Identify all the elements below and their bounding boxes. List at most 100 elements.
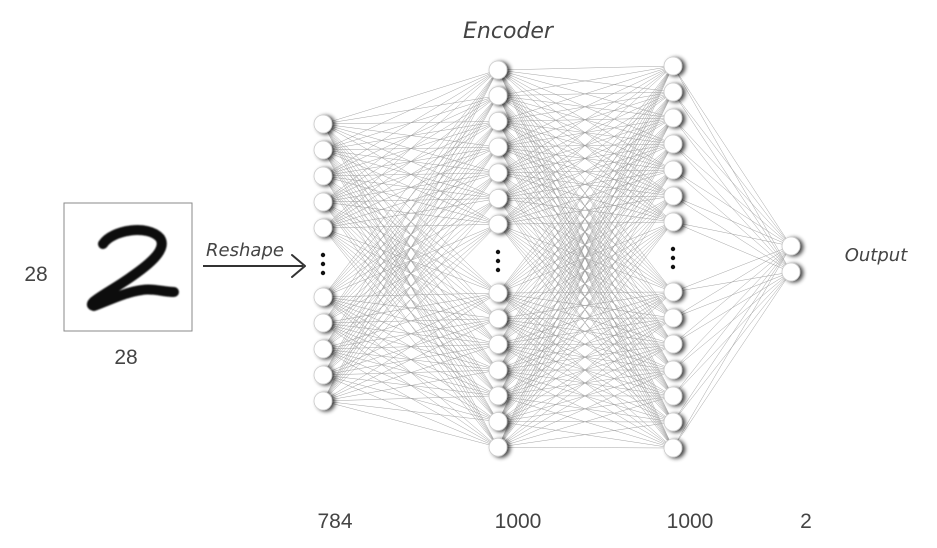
diagram-title: Encoder: [463, 19, 555, 44]
input-image-frame: [63, 202, 193, 332]
connection-line: [497, 91, 674, 448]
connection-line: [322, 146, 499, 229]
neuron-node-input: [313, 365, 333, 385]
connection-line: [497, 224, 674, 371]
connection-line: [322, 223, 499, 229]
connection-line: [322, 227, 499, 422]
neuron-node-hidden-1: [488, 309, 508, 329]
connection-line: [497, 169, 674, 225]
connection-line: [322, 292, 499, 350]
connection-line: [497, 446, 674, 449]
neuron-node-hidden-1: [488, 334, 508, 354]
reshape-label: Reshape: [206, 240, 284, 261]
connection-line: [672, 245, 792, 371]
connection-line: [322, 146, 499, 402]
neuron-node-hidden-1: [488, 86, 508, 106]
input-height-label: 28: [24, 263, 47, 286]
neuron-node-input: [313, 339, 333, 359]
connection-line: [497, 65, 674, 319]
neuron-node-hidden-2: [663, 82, 683, 102]
connection-line: [497, 291, 674, 345]
ellipsis-dot-hidden-2: [670, 246, 676, 252]
connection-line: [497, 317, 674, 448]
neuron-node-hidden-2: [663, 386, 683, 406]
connection-line: [497, 65, 674, 148]
ellipsis-dot-hidden-1: [495, 249, 501, 255]
neuron-node-input: [313, 192, 333, 212]
connection-line: [497, 65, 674, 422]
neuron-node-hidden-2: [663, 212, 683, 232]
connection-line: [497, 65, 674, 345]
connection-line: [322, 227, 499, 371]
handwritten-digit-image: [87, 225, 179, 311]
connection-line: [322, 69, 499, 402]
connection-line: [322, 344, 499, 402]
connection-line: [497, 291, 674, 396]
connection-line: [322, 69, 499, 229]
neuron-node-hidden-1: [488, 386, 508, 406]
connection-line: [497, 143, 674, 448]
connection-line: [322, 292, 499, 376]
neuron-node-hidden-1: [488, 412, 508, 431]
connection-line: [672, 221, 792, 247]
neuron-node-hidden-1: [488, 189, 508, 208]
connection-line: [672, 195, 792, 247]
neuron-node-hidden-1: [488, 437, 508, 457]
neuron-node-input: [313, 287, 333, 307]
connection-line: [322, 121, 499, 229]
neuron-node-hidden-1: [488, 112, 508, 131]
connection-line: [322, 400, 499, 422]
connection-line: [497, 91, 674, 225]
neuron-node-output: [781, 262, 801, 282]
connection-line: [322, 123, 499, 294]
connection-line: [497, 65, 674, 448]
neuron-node-input: [313, 140, 333, 160]
ellipsis-dot-input: [320, 252, 326, 258]
connection-line: [497, 146, 674, 293]
connection-line: [322, 95, 499, 402]
neuron-node-output: [781, 236, 801, 256]
connection-line: [322, 149, 499, 294]
connection-line: [322, 224, 499, 402]
connection-line: [322, 69, 499, 177]
connection-line: [497, 291, 674, 371]
connection-line: [672, 143, 792, 247]
connection-line: [497, 224, 674, 345]
neuron-node-hidden-2: [663, 334, 683, 354]
neuron-node-hidden-1: [488, 360, 508, 380]
ellipsis-dot-hidden-1: [495, 258, 501, 264]
input-width-label: 28: [114, 346, 137, 369]
ellipsis-dot-input: [320, 261, 326, 267]
connection-line: [497, 117, 674, 225]
layer-size-label-hidden-2: 1000: [667, 510, 714, 533]
connection-line: [497, 195, 674, 448]
connection-line: [322, 69, 499, 151]
connection-line: [672, 169, 792, 247]
connection-line: [497, 395, 674, 448]
connection-line: [322, 175, 499, 294]
connection-line: [322, 69, 499, 376]
neuron-node-hidden-2: [663, 412, 683, 432]
connection-line: [497, 143, 674, 225]
neuron-node-hidden-2: [663, 186, 683, 206]
connection-line: [672, 65, 792, 247]
connection-line: [497, 65, 674, 199]
connection-line: [497, 65, 674, 173]
neuron-node-hidden-2: [663, 134, 683, 154]
ellipsis-dot-input: [320, 270, 326, 276]
connection-line: [322, 227, 499, 448]
connection-line: [322, 292, 499, 402]
layer-size-label-input: 784: [317, 510, 352, 533]
connection-line: [322, 369, 499, 402]
connection-line: [322, 69, 499, 350]
neuron-node-hidden-2: [663, 56, 683, 76]
connection-line: [322, 69, 499, 125]
input-image: [63, 202, 193, 332]
connection-line: [497, 65, 674, 396]
connection-line: [322, 292, 499, 298]
connection-line: [497, 224, 674, 449]
ellipsis-dot-hidden-2: [670, 264, 676, 270]
connection-line: [497, 195, 674, 225]
connection-line: [322, 172, 499, 229]
